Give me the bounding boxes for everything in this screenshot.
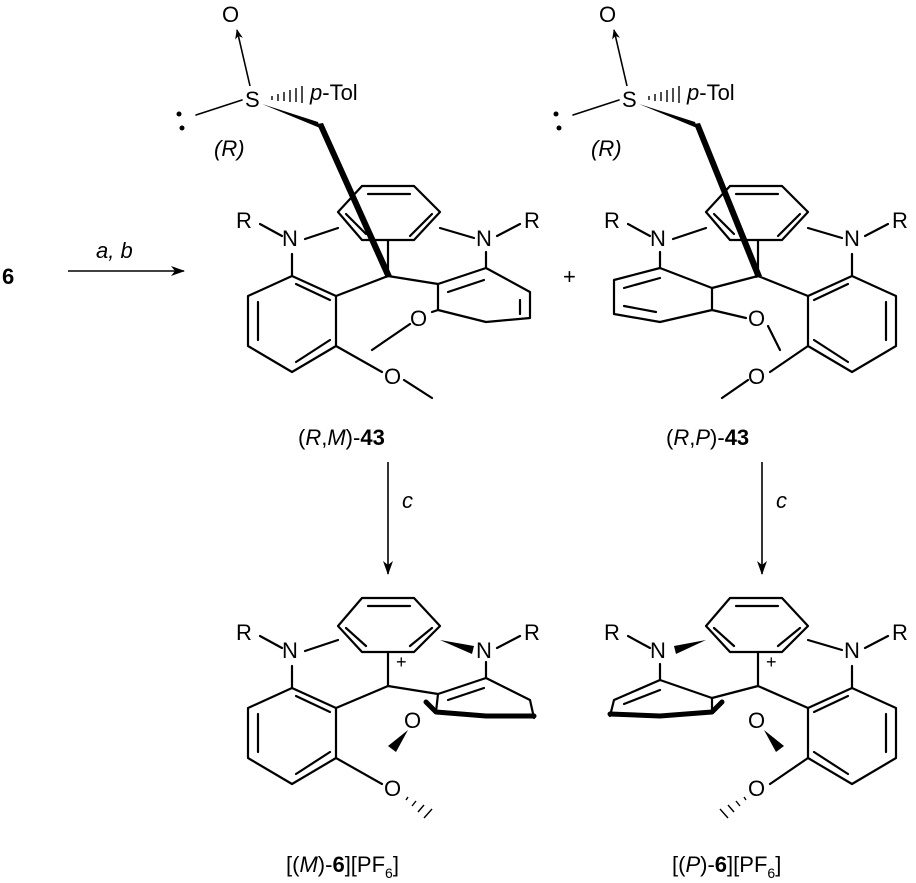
left-aryl-ring xyxy=(612,266,714,324)
hashed-wedge-bond xyxy=(648,86,680,103)
hashed-wedge-bond xyxy=(719,796,747,819)
r-group-right: R xyxy=(892,620,908,645)
r-group-left: R xyxy=(236,620,252,645)
compound-m6: N R N R + O O [(M)-6][PF6] xyxy=(236,596,540,881)
r-group-right: R xyxy=(524,620,540,645)
nitrogen-right: N xyxy=(844,638,860,663)
nitrogen-right: N xyxy=(476,638,492,663)
nitrogen-left: N xyxy=(282,638,298,663)
upper-aryl-ring xyxy=(704,184,810,242)
methoxy-oxygen: O xyxy=(748,708,765,733)
nitrogen-right: N xyxy=(844,226,860,251)
bold-wedge-s-ch2 xyxy=(639,104,697,128)
r-group-left: R xyxy=(604,208,620,233)
methoxy-oxygen: O xyxy=(748,306,765,331)
methoxy-oxygen: O xyxy=(748,364,765,389)
bold-wedge-o xyxy=(388,730,408,752)
cation-charge: + xyxy=(396,652,407,672)
nitrogen-left: N xyxy=(282,226,298,251)
methoxy-oxygen: O xyxy=(410,306,427,331)
compound-p6: N R N R + O O [(P)-6][PF6] xyxy=(604,596,908,881)
lone-pair-dot xyxy=(176,111,182,117)
reagents-a-b: a, b xyxy=(96,238,133,263)
sulfur-configuration: (R) xyxy=(214,136,245,161)
p-tolyl-label: p-Tol xyxy=(686,80,735,105)
methoxy-oxygen: O xyxy=(748,776,765,801)
bold-wedge-s-ch2 xyxy=(262,104,320,128)
nitrogen-left: N xyxy=(650,638,666,663)
right-aryl-ring xyxy=(436,266,532,324)
reagent-c-left: c xyxy=(402,488,413,513)
compound-label-m6: [(M)-6][PF6] xyxy=(286,852,399,881)
hashed-wedge-bond xyxy=(271,86,303,103)
bold-wedge-ch2-c xyxy=(317,123,392,278)
upper-aryl-ring xyxy=(336,184,442,242)
cation-charge: + xyxy=(766,652,777,672)
upper-aryl-ring xyxy=(336,596,442,654)
methoxy-oxygen: O xyxy=(384,364,401,389)
nitrogen-right: N xyxy=(476,226,492,251)
compound-rp43: O S p-Tol (R) N R N R xyxy=(553,2,908,450)
right-aryl-ring xyxy=(806,686,898,786)
bold-wedge-o xyxy=(764,730,784,752)
left-aryl-ring xyxy=(246,274,338,374)
left-aryl-ring xyxy=(608,678,714,718)
sulfoxide-oxygen: O xyxy=(222,2,239,27)
r-group-right: R xyxy=(892,208,908,233)
compound-rm43: O S p-Tol (R) N R N R xyxy=(176,2,540,450)
sulfoxide-oxygen: O xyxy=(599,2,616,27)
compound-label-p6: [(P)-6][PF6] xyxy=(672,852,781,881)
p-tolyl-label: p-Tol xyxy=(309,80,358,105)
r-group-right: R xyxy=(524,208,540,233)
right-aryl-ring xyxy=(806,274,898,374)
lone-pair-bond xyxy=(572,99,620,116)
lone-pair-bond xyxy=(195,99,243,116)
s-o-dative-bond xyxy=(612,29,628,87)
bold-ring-edge xyxy=(607,699,725,719)
sulfur-atom: S xyxy=(622,87,637,112)
bold-ring-edge xyxy=(423,699,537,719)
nitrogen-left: N xyxy=(650,226,666,251)
left-aryl-ring xyxy=(246,686,338,786)
lone-pair-dot xyxy=(179,125,185,131)
bold-wedge-n xyxy=(440,640,474,654)
r-group-left: R xyxy=(236,208,252,233)
bold-wedge-n xyxy=(674,640,706,654)
hashed-wedge-bond xyxy=(405,796,433,819)
upper-aryl-ring xyxy=(704,596,810,654)
compound-label-rm43: (R,M)-43 xyxy=(298,425,385,450)
lone-pair-dot xyxy=(556,125,562,131)
bold-wedge-ch2-c xyxy=(694,123,762,278)
s-o-dative-bond xyxy=(235,29,251,87)
starting-material-6: 6 xyxy=(2,264,14,289)
methoxy-oxygen: O xyxy=(404,708,421,733)
methoxy-oxygen: O xyxy=(384,776,401,801)
reagent-c-right: c xyxy=(776,488,787,513)
lone-pair-dot xyxy=(553,111,559,117)
compound-label-rp43: (R,P)-43 xyxy=(666,425,749,450)
plus-sign: + xyxy=(563,264,576,289)
r-group-left: R xyxy=(604,620,620,645)
sulfur-atom: S xyxy=(245,87,260,112)
sulfur-configuration: (R) xyxy=(591,136,622,161)
right-aryl-ring xyxy=(436,676,536,720)
